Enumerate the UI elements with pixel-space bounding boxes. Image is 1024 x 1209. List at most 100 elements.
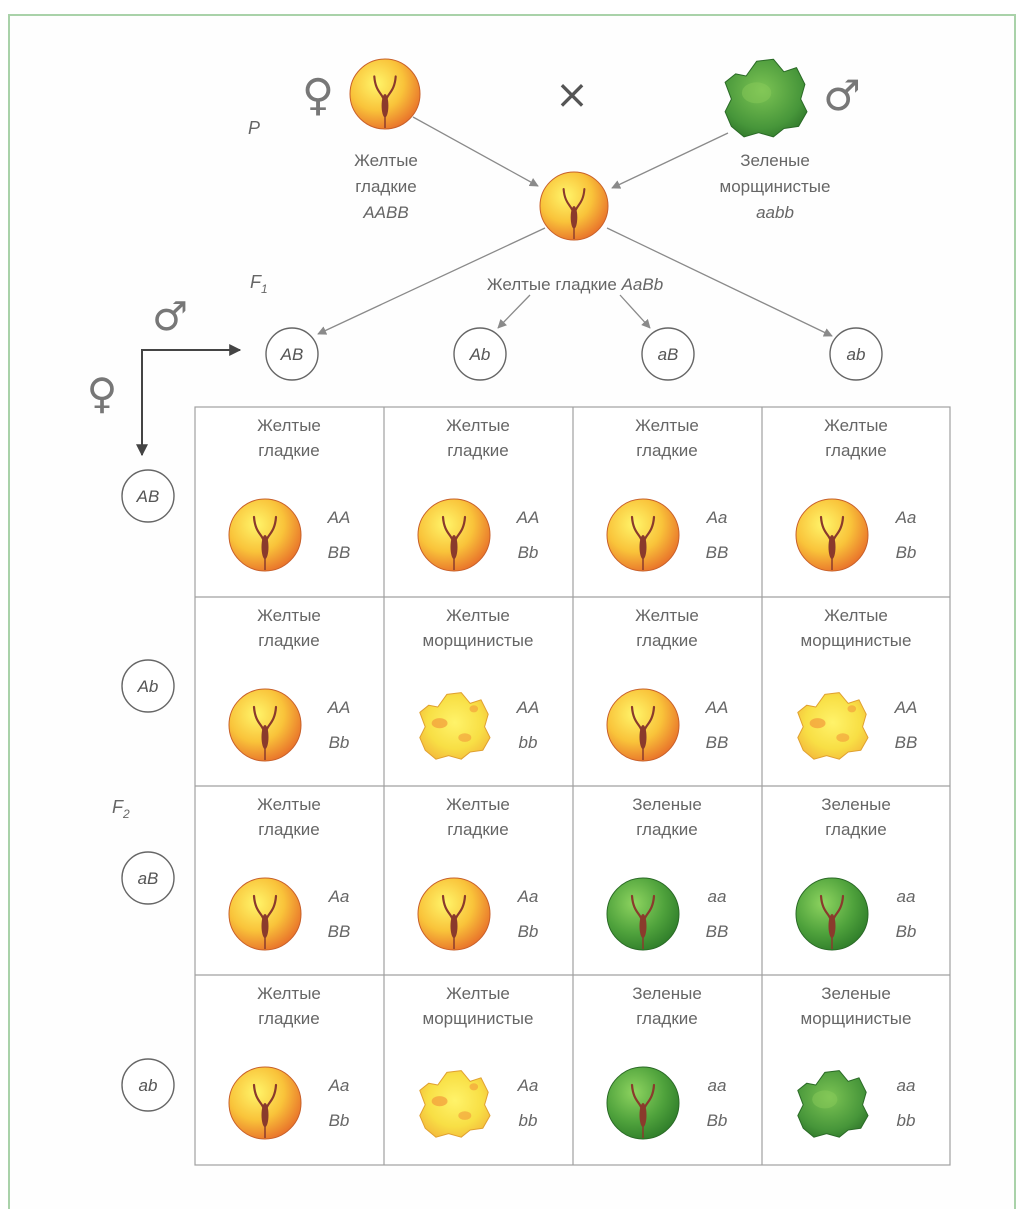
genotype-a: AA [705, 698, 729, 717]
phenotype-shape: морщинистые [801, 631, 912, 650]
male-axis-symbol-icon: ♂ [152, 294, 188, 340]
genotype-b: Bb [518, 543, 539, 562]
phenotype-color: Желтые [257, 606, 321, 625]
punnett-grid: ЖелтыегладкиеAABBЖелтыегладкиеAABbЖелтые… [194, 406, 951, 1166]
genotype-b: Bb [707, 1111, 728, 1130]
female-gamete-3: aB [121, 851, 175, 905]
f1-pea [539, 171, 609, 241]
genotype-b: BB [706, 733, 729, 752]
axis-arrows [136, 344, 242, 457]
genotype-a: AA [327, 508, 351, 527]
phenotype-color: Зеленые [632, 984, 702, 1003]
genotype-a: aa [708, 887, 727, 906]
genotype-a: aa [708, 1076, 727, 1095]
genotype-a: AA [516, 508, 540, 527]
female-symbol-icon: ♀ [302, 70, 334, 121]
male-parent-genotype: aabb [756, 203, 794, 222]
pea-round-green [795, 877, 869, 951]
phenotype-color: Желтые [446, 984, 510, 1003]
genotype-a: Aa [328, 887, 350, 906]
genotype-b: bb [519, 1111, 538, 1130]
grid-cell-4-4: Зеленые морщинистые aa bb [797, 984, 916, 1138]
phenotype-color: Зеленые [821, 795, 891, 814]
genotype-b: bb [897, 1111, 916, 1130]
phenotype-shape: гладкие [258, 1009, 320, 1028]
genotype-a: AA [327, 698, 351, 717]
genotype-a: Aa [517, 1076, 539, 1095]
female-axis-symbol-icon: ♀ [87, 369, 118, 418]
genotype-a: aa [897, 1076, 916, 1095]
phenotype-color: Желтые [446, 416, 510, 435]
phenotype-shape: морщинистые [423, 1009, 534, 1028]
genotype-a: Aa [517, 887, 539, 906]
genotype-b: Bb [329, 733, 350, 752]
genotype-a: Aa [895, 508, 917, 527]
phenotype-color: Зеленые [821, 984, 891, 1003]
gamete-label: aB [138, 869, 159, 888]
male-gamete-1: AB [265, 327, 319, 381]
pea-round-green [606, 877, 680, 951]
pea-round-yellow [228, 688, 302, 762]
gamete-label: AB [136, 487, 160, 506]
female-gamete-4: ab [121, 1058, 175, 1112]
male-gamete-4: ab [829, 327, 883, 381]
phenotype-shape: гладкие [636, 631, 698, 650]
male-parent-label-1: Зеленые [740, 151, 810, 170]
arrow-f1-to-gamete-ab-upper [317, 227, 546, 335]
genotype-b: bb [519, 733, 538, 752]
gamete-label: ab [847, 345, 866, 364]
phenotype-shape: морщинистые [801, 1009, 912, 1028]
pea-round-yellow [795, 498, 869, 572]
pea-round-yellow [606, 498, 680, 572]
male-parent-pea [724, 58, 808, 138]
phenotype-color: Желтые [257, 984, 321, 1003]
phenotype-color: Зеленые [632, 795, 702, 814]
phenotype-color: Желтые [635, 606, 699, 625]
genotype-b: Bb [518, 922, 539, 941]
female-parent-label-2: гладкие [355, 177, 417, 196]
f1-pea-shape [539, 171, 609, 241]
genotype-a: AA [894, 698, 918, 717]
f1-label: Желтые гладкие AaBb [487, 275, 663, 294]
phenotype-color: Желтые [824, 416, 888, 435]
genotype-a: AA [516, 698, 540, 717]
generation-f2-label: F2 [112, 797, 130, 821]
arrow-f1-to-gamete-ab-lower [497, 294, 531, 329]
phenotype-color: Желтые [635, 416, 699, 435]
genotype-b: Bb [329, 1111, 350, 1130]
phenotype-shape: гладкие [447, 820, 509, 839]
phenotype-shape: гладкие [447, 441, 509, 460]
genotype-b: BB [328, 543, 351, 562]
pea-wrinkled-yellow [419, 692, 491, 760]
genotype-b: BB [706, 922, 729, 941]
female-parent-pea [349, 58, 421, 130]
genotype-b: Bb [896, 922, 917, 941]
arrow-f1-to-gamete-lower-ab [606, 227, 833, 337]
male-symbol-icon: ♂ [823, 71, 861, 120]
genotype-b: BB [895, 733, 918, 752]
gamete-label: AB [280, 345, 304, 364]
phenotype-shape: гладкие [636, 441, 698, 460]
generation-f1-label: F1 [250, 272, 268, 296]
pea-round-yellow [417, 498, 491, 572]
phenotype-color: Желтые [446, 606, 510, 625]
female-parent-label-1: Желтые [354, 151, 418, 170]
phenotype-shape: гладкие [825, 441, 887, 460]
female-parent-pea-shape [349, 58, 421, 130]
pea-round-yellow [417, 877, 491, 951]
gamete-label: Ab [469, 345, 491, 364]
